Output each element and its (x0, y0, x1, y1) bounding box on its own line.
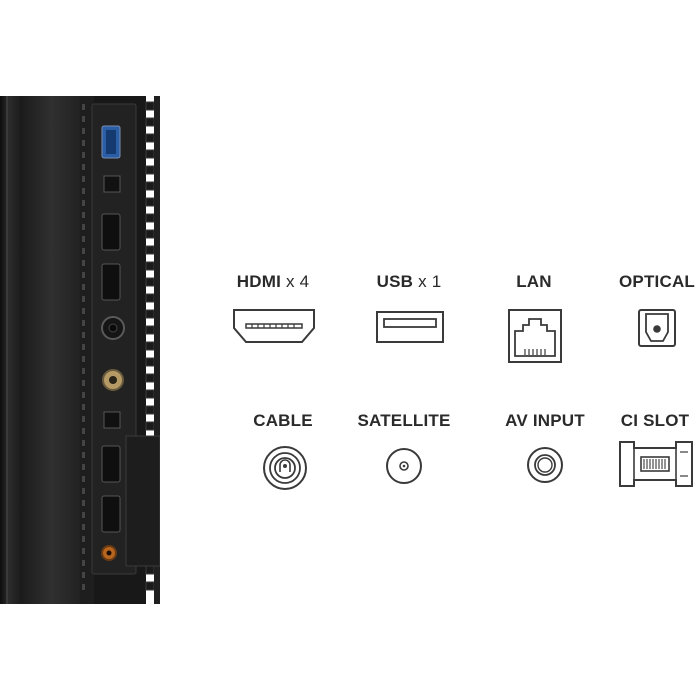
satellite-port-icon (385, 447, 423, 485)
av-input-label: AV INPUT (505, 411, 585, 430)
hdmi-port-icon (232, 308, 316, 344)
cable-label: CABLE (253, 411, 313, 430)
lan-port-icon (508, 309, 562, 363)
cable-port-icon (262, 445, 308, 491)
hdmi-name: HDMI (236, 272, 282, 291)
usb-port-icon (376, 311, 444, 343)
optical-port-icon (638, 309, 676, 347)
usb-count: x 1 (418, 272, 442, 291)
lan-label: LAN (516, 272, 552, 291)
hdmi-label: HDMI x 4 (237, 272, 309, 292)
ci-slot-icon (614, 440, 694, 488)
satellite-label: SATELLITE (357, 411, 451, 430)
tv-rear-panel (0, 96, 160, 604)
usb-label: USB x 1 (377, 272, 442, 292)
optical-label: OPTICAL (618, 272, 696, 291)
hdmi-count: x 4 (285, 272, 310, 291)
usb-name: USB (376, 272, 414, 291)
ci-slot-label: CI SLOT (620, 411, 690, 430)
av-input-port-icon (526, 446, 564, 484)
